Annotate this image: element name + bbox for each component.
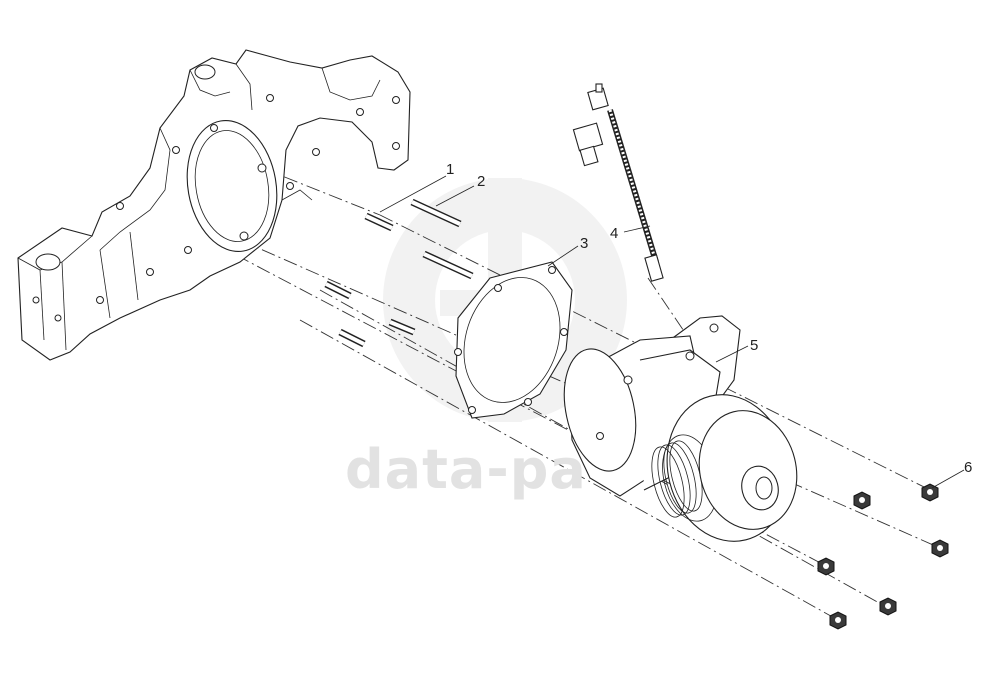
temperature-sensor — [572, 83, 664, 282]
gasket — [454, 261, 573, 419]
nut-6b — [853, 491, 871, 510]
stud-group — [324, 198, 474, 348]
nut-6c — [931, 539, 949, 558]
engine-timing-housing — [17, 49, 411, 361]
stud-2a — [410, 198, 462, 228]
callout-3: 3 — [580, 235, 588, 252]
stud-1c — [388, 318, 416, 336]
stud-1d — [338, 328, 366, 348]
water-pump-assembly — [563, 315, 798, 542]
nut-6f — [829, 611, 847, 630]
stud-1b — [324, 280, 352, 300]
callout-6: 6 — [964, 459, 972, 476]
callout-5: 5 — [750, 337, 758, 354]
nut-group — [817, 483, 949, 630]
leader-lines — [379, 175, 965, 489]
callout-labels: 1 2 3 4 5 6 — [446, 161, 972, 476]
stud-2b — [422, 250, 474, 280]
callout-4: 4 — [610, 225, 618, 242]
stud-1a — [364, 212, 394, 232]
nut-6e — [879, 597, 897, 616]
nut-6d — [817, 557, 835, 576]
callout-2: 2 — [477, 173, 485, 190]
callout-1: 1 — [446, 161, 454, 178]
nut-6a — [921, 483, 939, 502]
